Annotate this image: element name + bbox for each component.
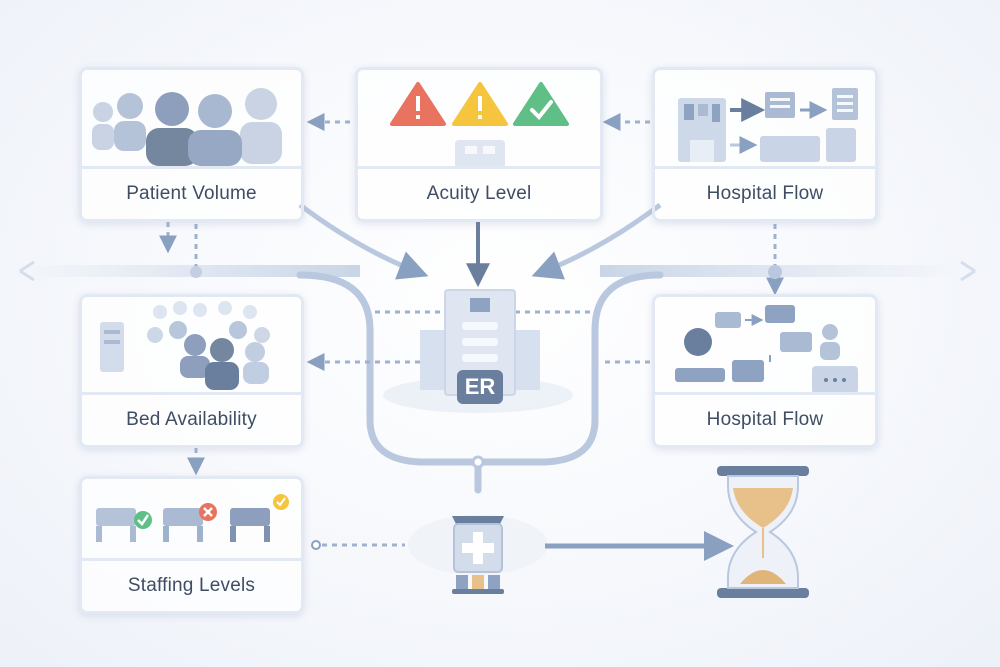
crowd-waiting-icon: [100, 301, 270, 390]
connector-node: [190, 266, 202, 278]
junction-node: [471, 455, 485, 469]
acuity-level-card[interactable]: Acuity Level: [355, 67, 603, 222]
dashed-connectors: [159, 113, 784, 547]
er-label: ER: [457, 370, 503, 404]
medical-kit-icon: [408, 515, 548, 594]
input-arrows: [298, 202, 662, 288]
hospital-flow-top-card[interactable]: Hospital Flow: [652, 67, 878, 222]
connector-node: [311, 540, 321, 550]
workflow-icon: [675, 305, 858, 394]
warning-triangles-icon: [390, 82, 569, 168]
patient-volume-card[interactable]: Patient Volume: [79, 67, 304, 222]
hospital-flow-mid-label: Hospital Flow: [655, 392, 875, 445]
staffing-levels-label: Staffing Levels: [82, 558, 301, 611]
bed-availability-card[interactable]: Bed Availability: [79, 294, 304, 448]
acuity-level-label: Acuity Level: [358, 166, 600, 219]
people-group-icon: [92, 88, 282, 166]
process-flow-icon: [678, 88, 858, 162]
hourglass-icon: [717, 466, 809, 598]
connector-node: [768, 265, 782, 279]
hospital-flow-top-label: Hospital Flow: [655, 166, 875, 219]
hospital-beds-icon: [96, 494, 289, 542]
hospital-flow-mid-card[interactable]: Hospital Flow: [652, 294, 878, 448]
patient-volume-label: Patient Volume: [82, 166, 301, 219]
card-background: [79, 476, 304, 614]
staffing-levels-card[interactable]: Staffing Levels: [79, 476, 304, 614]
background-flow-band: [19, 260, 976, 282]
bed-availability-label: Bed Availability: [82, 392, 301, 445]
